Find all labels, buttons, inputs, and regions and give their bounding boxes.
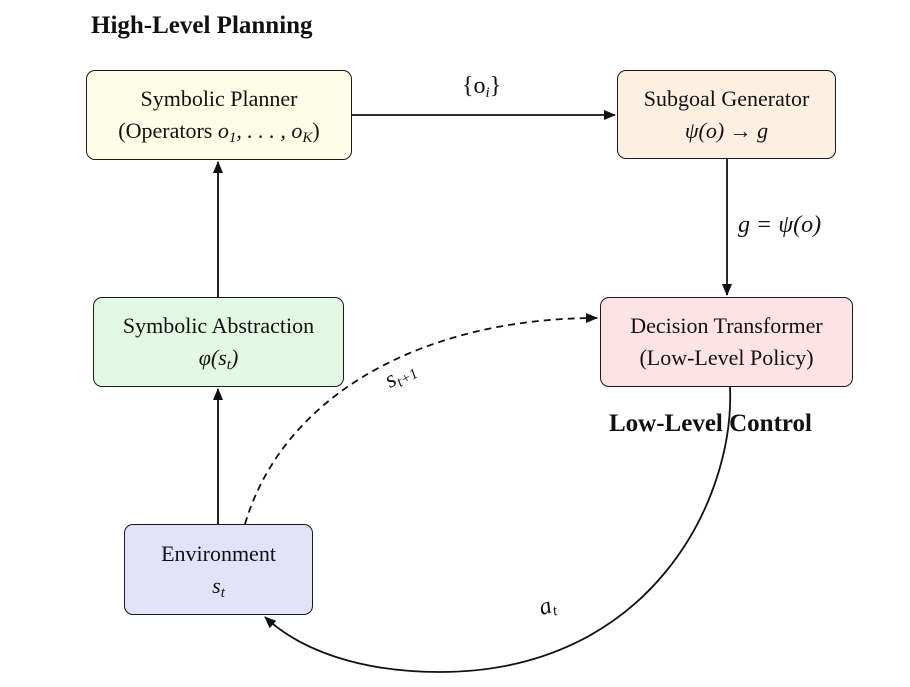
operators-suffix: ) bbox=[312, 118, 320, 143]
edge-label-operators: {oi} bbox=[462, 73, 502, 101]
symbolic-abstraction-title: Symbolic Abstraction bbox=[122, 313, 315, 338]
environment-state: st bbox=[212, 570, 225, 602]
operators-sub-1: 1 bbox=[228, 130, 237, 146]
low-level-control-heading: Low-Level Control bbox=[609, 410, 812, 437]
symbolic-abstraction-formula: φ(st) bbox=[199, 342, 239, 374]
abstraction-phi: φ(s bbox=[198, 345, 227, 370]
high-level-planning-heading: High-Level Planning bbox=[91, 12, 313, 39]
decision-transformer-title: Decision Transformer bbox=[630, 313, 823, 338]
oi-open: {o bbox=[462, 73, 486, 99]
decision-transformer-node: Decision Transformer (Low-Level Policy) bbox=[600, 297, 853, 387]
decision-transformer-subtitle: (Low-Level Policy) bbox=[639, 345, 814, 370]
environment-node: Environment st bbox=[124, 524, 313, 615]
edge-dt-to-environment bbox=[264, 386, 732, 673]
subgoal-generator-title: Subgoal Generator bbox=[643, 85, 810, 111]
edge-environment-to-dt-dashed bbox=[244, 313, 598, 525]
subgoal-generator-formula: ψ(o) → g bbox=[684, 117, 769, 143]
abstraction-close: ) bbox=[230, 345, 239, 370]
edge-label-subgoal: g = ψ(o) bbox=[738, 212, 822, 238]
symbolic-planner-node: Symbolic Planner (Operators o1, . . . , … bbox=[86, 70, 352, 160]
operators-o: o bbox=[217, 118, 229, 143]
environment-state-s: s bbox=[212, 572, 221, 598]
symbolic-planner-operators: (Operators o1, . . . , oK) bbox=[118, 115, 319, 147]
environment-state-sub-t: t bbox=[220, 584, 225, 601]
oi-close: } bbox=[489, 73, 502, 99]
operators-sub-k: K bbox=[302, 130, 313, 146]
environment-title: Environment bbox=[161, 540, 276, 566]
abstraction-sub-t: t bbox=[226, 357, 231, 373]
subgoal-generator-node: Subgoal Generator ψ(o) → g bbox=[617, 70, 836, 159]
operators-prefix: (Operators bbox=[118, 118, 218, 143]
symbolic-abstraction-node: Symbolic Abstraction φ(st) bbox=[93, 297, 344, 387]
oi-sub-i: i bbox=[485, 85, 490, 101]
symbolic-planner-title: Symbolic Planner bbox=[140, 86, 298, 111]
operators-mid: , . . . , o bbox=[236, 118, 303, 143]
